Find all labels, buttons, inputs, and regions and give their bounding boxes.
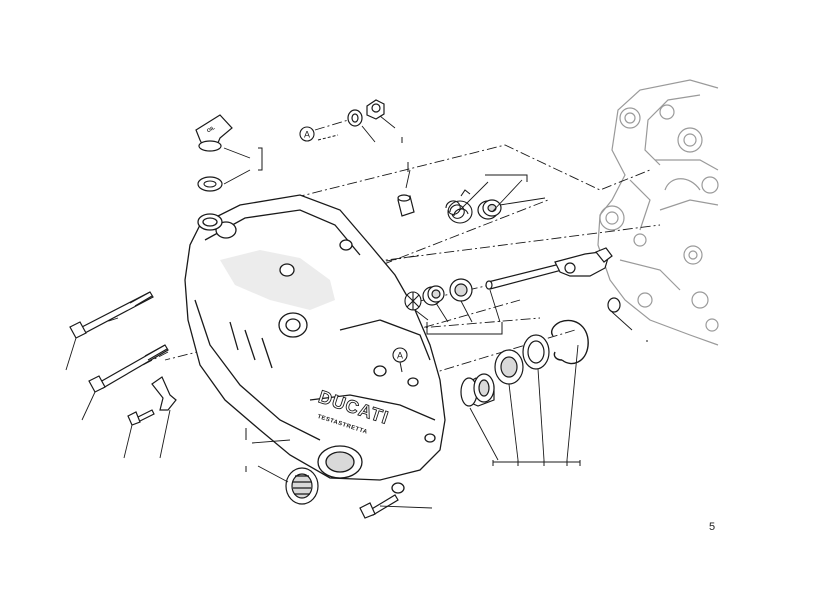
callout-ref-a-cover: A: [392, 347, 408, 373]
bottom-bolt: [359, 494, 399, 519]
long-bolt-lower: [88, 344, 169, 393]
dowel-pin: [397, 194, 415, 217]
bracket-ticks: [401, 137, 581, 466]
clip-bracket: [151, 376, 177, 411]
lower-seal: [494, 349, 524, 385]
return-spring: [445, 189, 473, 224]
oil-filler-cap: OIL: [195, 114, 233, 152]
reference-brackets: [245, 140, 648, 472]
page-number: 5: [709, 521, 716, 533]
oil-cap-seal-ring: [197, 176, 223, 192]
circlip: [551, 319, 589, 365]
oil-cap-text: OIL: [206, 125, 216, 134]
shaft-seal: [449, 278, 473, 302]
top-washer: [347, 109, 363, 127]
leader-lines: [65, 115, 633, 509]
cover-oil-seal: [285, 467, 319, 505]
crankcase-o-ring: [607, 297, 621, 313]
short-bolt: [127, 409, 155, 426]
star-washer: [404, 291, 422, 311]
bearing-bush: [460, 373, 495, 407]
gear-shift-shaft: [485, 247, 613, 290]
thrust-washer: [522, 334, 550, 370]
callout-ref-a-top-label: A: [304, 130, 310, 140]
callout-ref-a-top: A: [299, 126, 339, 142]
engine-crankcase: [597, 79, 719, 346]
clutch-cover: [184, 194, 446, 494]
callout-ref-a-cover-label: A: [397, 351, 403, 361]
top-nut: [366, 99, 385, 120]
long-bolt-upper: [69, 291, 154, 339]
shaft-bushing-small: [422, 285, 445, 306]
spring-bushing: [477, 199, 502, 220]
